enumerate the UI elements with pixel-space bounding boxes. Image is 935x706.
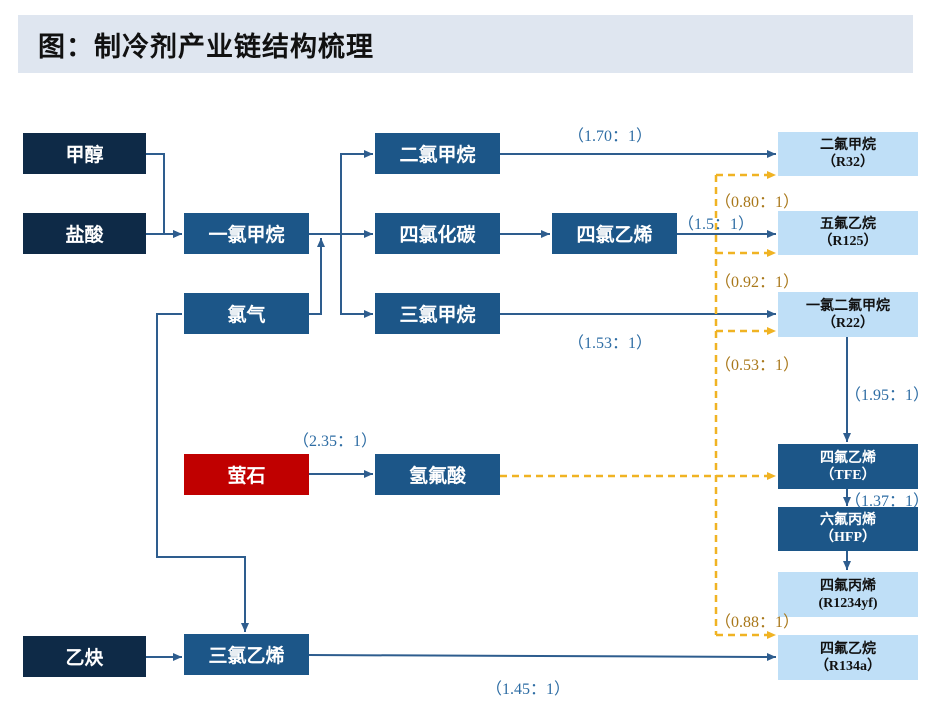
node-r32-code: （R32） bbox=[821, 155, 875, 170]
ratio-r134a-blue: （1.45：1） bbox=[486, 681, 571, 698]
node-ccl4: 四氯化碳 bbox=[375, 213, 500, 254]
ratio-hf: （2.35：1） bbox=[293, 433, 378, 450]
node-trichloromethane: 三氯甲烷 bbox=[375, 293, 500, 334]
node-r1234yf-code: (R1234yf) bbox=[818, 595, 878, 611]
node-r1234yf: 四氟丙烯 (R1234yf) bbox=[778, 572, 918, 617]
node-tfe-name: 四氟乙烯 bbox=[820, 449, 876, 466]
node-r134a-name: 四氟乙烷 bbox=[820, 640, 876, 657]
ratio-r22-blue: （1.53：1） bbox=[568, 335, 653, 352]
node-hf: 氢氟酸 bbox=[375, 454, 500, 495]
node-hfp-code: （HFP） bbox=[820, 530, 876, 545]
node-r22-name: 一氯二氟甲烷 bbox=[806, 297, 890, 314]
node-methyl-chloride: 一氯甲烷 bbox=[184, 213, 309, 254]
node-methanol: 甲醇 bbox=[23, 133, 146, 174]
node-r125-name: 五氟乙烷 bbox=[820, 216, 876, 232]
ratio-r134a-gold: （0.88：1） bbox=[715, 614, 800, 631]
node-tfe-code: （TFE） bbox=[820, 467, 876, 483]
ratio-r32-blue: （1.70：1） bbox=[568, 128, 653, 145]
node-r22: 一氯二氟甲烷 （R22） bbox=[778, 292, 918, 337]
node-r32: 二氟甲烷 （R32） bbox=[778, 132, 918, 176]
node-tetrachloroethylene: 四氯乙烯 bbox=[552, 213, 677, 254]
ratio-tfe: （1.95：1） bbox=[845, 387, 930, 404]
ratio-r125-gold: （0.92：1） bbox=[715, 274, 800, 291]
edge-trunk-dichloromethane bbox=[340, 150, 373, 234]
edge-chlorine-trichloroethylene bbox=[156, 313, 249, 632]
node-r134a: 四氟乙烷 （R134a） bbox=[778, 635, 918, 680]
node-acetylene: 乙炔 bbox=[23, 636, 146, 677]
title-bar: 图：制冷剂产业链结构梳理 bbox=[18, 15, 913, 73]
ratio-r22-gold: （0.53：1） bbox=[715, 357, 800, 374]
node-dichloromethane: 二氯甲烷 bbox=[375, 133, 500, 174]
node-r125: 五氟乙烷 （R125） bbox=[778, 211, 918, 255]
node-r22-code: （R22） bbox=[821, 315, 875, 331]
node-hcl: 盐酸 bbox=[23, 213, 146, 254]
ratio-hfp: （1.37：1） bbox=[845, 493, 930, 510]
node-fluorite: 萤石 bbox=[184, 454, 309, 495]
ratio-r125-blue: （1.5：1） bbox=[678, 216, 755, 233]
node-tfe: 四氟乙烯 （TFE） bbox=[778, 444, 918, 489]
node-hfp-name: 六氟丙烯 bbox=[820, 512, 876, 528]
ratio-r32-gold: （0.80：1） bbox=[715, 194, 800, 211]
page-title: 图：制冷剂产业链结构梳理 bbox=[38, 32, 374, 63]
node-r1234yf-name: 四氟丙烯 bbox=[820, 577, 876, 594]
node-r32-name: 二氟甲烷 bbox=[820, 137, 876, 153]
node-r125-code: （R125） bbox=[818, 234, 878, 249]
edge-trichloroethylene-r134a bbox=[308, 652, 777, 661]
edge-trunk-trichloromethane bbox=[340, 234, 373, 318]
node-hfp: 六氟丙烯 （HFP） bbox=[778, 507, 918, 551]
node-r134a-code: （R134a） bbox=[814, 658, 882, 674]
edge-chlorine-up bbox=[309, 238, 325, 315]
node-chlorine: 氯气 bbox=[184, 293, 309, 334]
node-trichloroethylene: 三氯乙烯 bbox=[184, 634, 309, 675]
edge-methanol-methyl-chloride bbox=[146, 153, 182, 238]
